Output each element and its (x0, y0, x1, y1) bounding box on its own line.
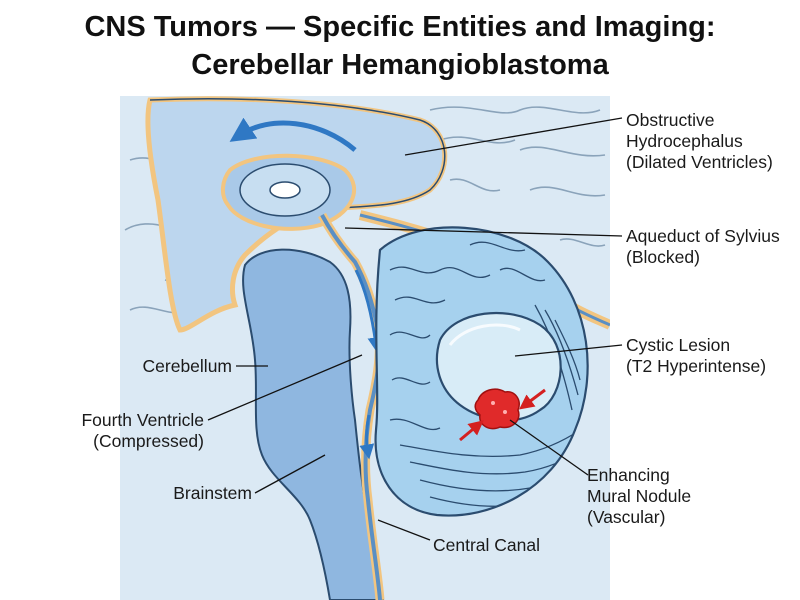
label-hydrocephalus: Obstructive Hydrocephalus (Dilated Ventr… (626, 110, 773, 172)
cystic-lesion-shape (435, 311, 562, 422)
label-aqueduct: Aqueduct of Sylvius (Blocked) (626, 226, 780, 267)
page-subtitle: Cerebellar Hemangioblastoma (191, 49, 609, 81)
page-title: CNS Tumors — Specific Entities and Imagi… (84, 11, 716, 43)
csf-downflow-arrow (354, 269, 383, 353)
mural-nodule-shape (474, 388, 520, 430)
leader-brainstem (254, 454, 326, 494)
leader-aqueduct (344, 227, 623, 237)
enhancement-arrow-left (459, 420, 484, 442)
csf-flow-arrow (229, 117, 357, 152)
label-cerebellum: Cerebellum (142, 356, 232, 376)
enhancement-arrow-right (519, 388, 546, 410)
leader-cystic-lesion (514, 344, 623, 357)
leader-hydrocephalus (404, 117, 623, 156)
csf-downflow-arrow-2 (359, 414, 375, 460)
leader-central-canal (377, 519, 431, 541)
leader-fourth-ventricle (207, 354, 363, 421)
massa-intermedia (269, 181, 301, 199)
label-brainstem: Brainstem (173, 483, 252, 503)
label-fourth-ventricle: Fourth Ventricle (Compressed) (81, 410, 204, 451)
leader-lines (207, 117, 623, 541)
label-cystic-lesion: Cystic Lesion (T2 Hyperintense) (626, 335, 767, 376)
label-mural-nodule: Enhancing Mural Nodule (Vascular) (587, 465, 692, 527)
leader-mural-nodule (509, 419, 589, 476)
label-central-canal: Central Canal (433, 535, 540, 555)
